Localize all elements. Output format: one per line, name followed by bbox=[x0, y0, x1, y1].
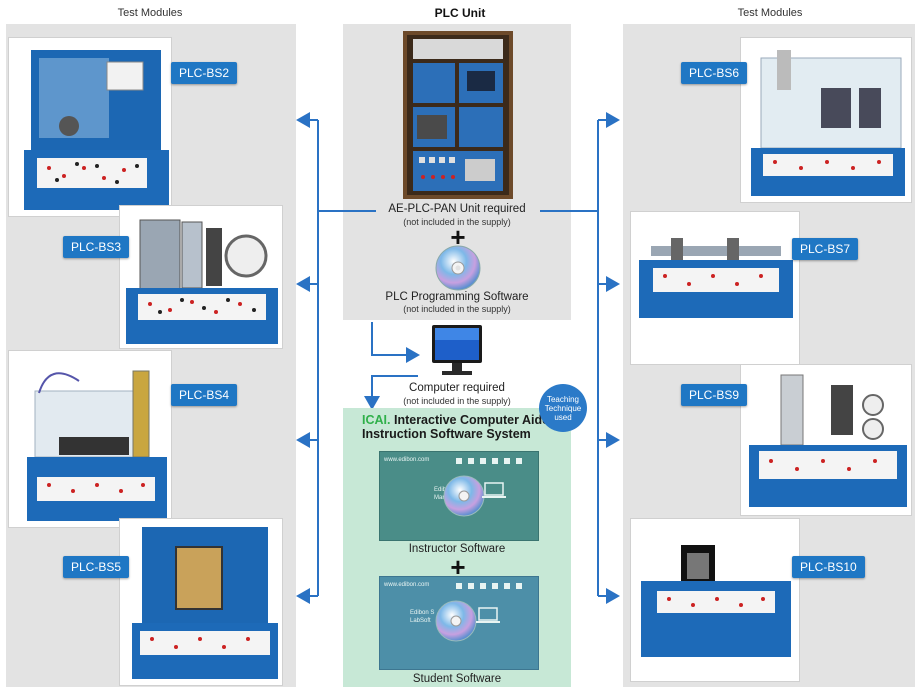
badge-line-3: used bbox=[554, 412, 572, 422]
right-header: Test Modules bbox=[737, 7, 803, 19]
instructor-cd-icon bbox=[442, 474, 486, 523]
icai-brand: ICAI. bbox=[362, 413, 391, 427]
module-photo-bs3 bbox=[120, 206, 282, 348]
module-photo-bs4 bbox=[9, 351, 171, 527]
badge-line-1: Teaching bbox=[546, 394, 580, 404]
module-photo-bs10 bbox=[631, 519, 799, 681]
module-photo-bs9 bbox=[741, 365, 911, 515]
instructor-url: www.edibon.com bbox=[384, 457, 430, 463]
student-screen-text-1: Edibon S bbox=[410, 610, 435, 616]
tag-plc-bs6: PLC-BS6 bbox=[681, 62, 748, 84]
arrow-computer-to-icai bbox=[364, 375, 418, 410]
module-photo-bs5 bbox=[120, 519, 282, 685]
tag-plc-bs7: PLC-BS7 bbox=[792, 238, 859, 260]
instructor-laptop-icon bbox=[482, 482, 506, 505]
left-header: Test Modules bbox=[117, 7, 183, 19]
trainer-bs5-illustration bbox=[132, 527, 278, 679]
monitor-icon bbox=[430, 325, 484, 377]
tag-plc-bs9: PLC-BS9 bbox=[681, 384, 748, 406]
trainer-bs7-illustration bbox=[639, 238, 793, 318]
computer-note: (not included in the supply) bbox=[403, 396, 511, 406]
plus-sign-1: + bbox=[450, 222, 466, 252]
module-photo-bs2 bbox=[9, 38, 171, 216]
icai-title: ICAI. Interactive Computer Aided Instruc… bbox=[362, 413, 562, 441]
plc-cabinet-image bbox=[403, 31, 513, 199]
instructor-toolbar-icons bbox=[454, 456, 534, 475]
student-cd-icon bbox=[434, 599, 478, 648]
trainer-bs4-illustration bbox=[27, 370, 167, 521]
trainer-bs6-illustration bbox=[751, 50, 905, 196]
trainer-bs10-illustration bbox=[641, 545, 791, 657]
instructor-software-screenshot: www.edibon.com Edibon Cl Manager bbox=[379, 451, 539, 541]
teaching-technique-badge: Teaching Technique used bbox=[539, 384, 587, 432]
student-url: www.edibon.com bbox=[384, 582, 430, 588]
tag-plc-bs5: PLC-BS5 bbox=[63, 556, 130, 578]
student-software-label: Student Software bbox=[412, 673, 502, 685]
student-software-screenshot: www.edibon.com Edibon S LabSoft bbox=[379, 576, 539, 670]
computer-name: Computer required bbox=[409, 382, 505, 394]
module-photo-bs7 bbox=[631, 212, 799, 364]
plc-unit-note: (not included in the supply) bbox=[403, 217, 511, 227]
module-photo-bs6 bbox=[741, 38, 911, 202]
plus-sign-2: + bbox=[450, 552, 466, 582]
plc-unit-name: AE-PLC-PAN Unit required bbox=[388, 203, 526, 215]
badge-line-2: Technique bbox=[544, 403, 582, 413]
trainer-bs2-illustration bbox=[24, 50, 169, 210]
software-note: (not included in the supply) bbox=[403, 304, 511, 314]
student-screen-text-2: LabSoft bbox=[410, 618, 431, 624]
instructor-software-label: Instructor Software bbox=[408, 543, 506, 555]
tag-plc-bs2: PLC-BS2 bbox=[171, 62, 238, 84]
trainer-bs3-illustration bbox=[126, 219, 278, 344]
student-toolbar-icons bbox=[454, 581, 534, 600]
center-header: PLC Unit bbox=[434, 6, 486, 20]
cd-icon bbox=[435, 245, 481, 291]
tag-plc-bs3: PLC-BS3 bbox=[63, 236, 130, 258]
tag-plc-bs4: PLC-BS4 bbox=[171, 384, 238, 406]
tag-plc-bs10: PLC-BS10 bbox=[792, 556, 865, 578]
icai-title-line1: Interactive Computer Aided bbox=[393, 413, 557, 427]
student-laptop-icon bbox=[476, 607, 500, 630]
arrow-plc-to-computer bbox=[371, 322, 420, 363]
software-name: PLC Programming Software bbox=[385, 291, 529, 303]
trainer-bs9-illustration bbox=[749, 374, 907, 507]
icai-title-line2: Instruction Software System bbox=[362, 427, 531, 441]
